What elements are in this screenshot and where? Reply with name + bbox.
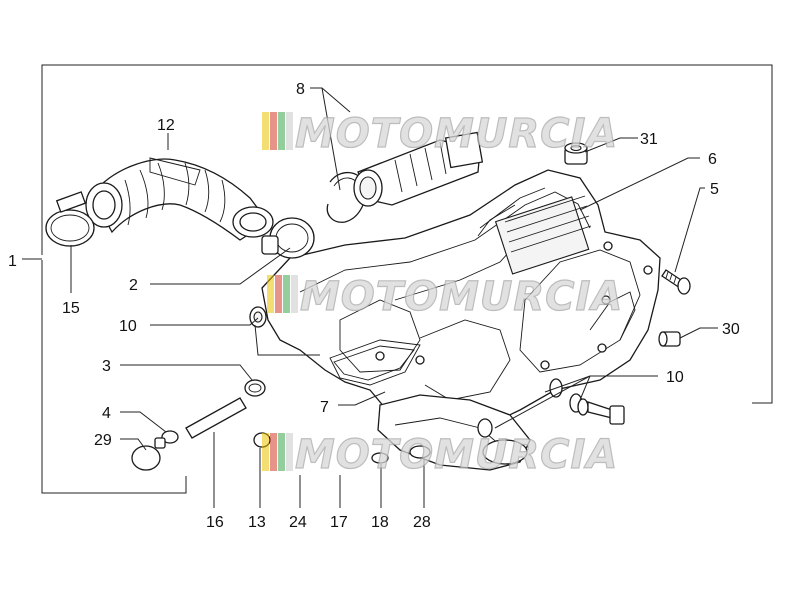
watermark-text: MOTOMURCIA [295, 432, 618, 478]
callout-10-right: 10 [666, 369, 684, 386]
watermark-text: MOTOMURCIA [300, 274, 623, 320]
callout-24: 24 [289, 514, 307, 531]
callout-28: 28 [413, 514, 431, 531]
filter-cartridge [353, 131, 484, 207]
air-filter-housing [261, 169, 661, 441]
callout-8: 8 [296, 81, 305, 98]
grommet [564, 142, 588, 165]
spacer [658, 331, 681, 347]
callout-1: 1 [8, 253, 17, 270]
washer-left [249, 306, 267, 328]
callout-18: 18 [371, 514, 389, 531]
callout-7: 7 [320, 399, 329, 416]
tiny-clamp [161, 430, 179, 444]
callout-31: 31 [640, 131, 658, 148]
watermark-top: MOTOMURCIA [262, 110, 618, 158]
callout-16: 16 [206, 514, 224, 531]
intake-hose [85, 157, 274, 241]
watermark-text: MOTOMURCIA [295, 111, 618, 157]
hose-clamp-right [261, 217, 315, 259]
callout-29: 29 [94, 432, 112, 449]
callout-2: 2 [129, 277, 138, 294]
callout-4: 4 [102, 405, 111, 422]
watermark-bottom: MOTOMURCIA [262, 431, 618, 479]
callout-12: 12 [157, 117, 175, 134]
screw [661, 269, 691, 295]
bolt-washers [477, 378, 625, 438]
lower-duct [371, 394, 531, 471]
callout-17: 17 [330, 514, 348, 531]
callout-10-left: 10 [119, 318, 137, 335]
callout-13: 13 [248, 514, 266, 531]
watermark-middle: MOTOMURCIA [267, 273, 623, 321]
small-clamp [244, 379, 266, 397]
callout-30: 30 [722, 321, 740, 338]
hose-clamp-left [45, 191, 95, 247]
callout-6: 6 [708, 151, 717, 168]
callout-3: 3 [102, 358, 111, 375]
drain-tube [185, 397, 247, 439]
leader-lines [70, 87, 718, 508]
callout-5: 5 [710, 181, 719, 198]
callout-labels: 1 2 3 4 5 6 7 8 10 10 12 13 15 16 17 18 … [8, 81, 740, 531]
bracket-frame [22, 64, 773, 494]
callout-15: 15 [62, 300, 80, 317]
drain-cap [131, 437, 166, 471]
